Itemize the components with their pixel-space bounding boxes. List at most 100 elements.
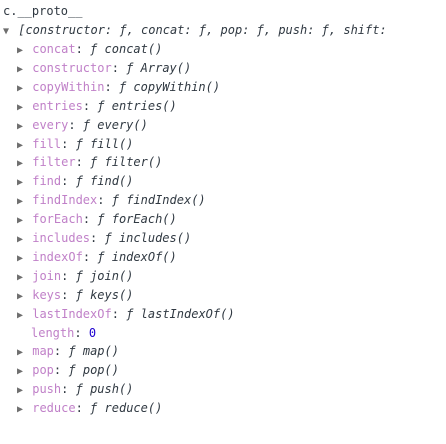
- function-icon: ƒ: [97, 212, 105, 227]
- function-value: concat(): [104, 42, 163, 56]
- function-value: pop(): [82, 363, 119, 378]
- property-row-join[interactable]: ▶ join: ƒ join(): [17, 267, 133, 286]
- collapsed-arrow-icon[interactable]: ▶: [17, 101, 24, 113]
- property-row-every[interactable]: ▶ every: ƒ every(): [17, 116, 148, 135]
- function-icon: ƒ: [97, 98, 105, 113]
- number-value: 0: [88, 325, 97, 340]
- function-icon: ƒ: [75, 268, 83, 283]
- property-key: every: [32, 117, 69, 132]
- property-key: lastIndexOf: [32, 306, 112, 321]
- object-summary-row[interactable]: ▼ [constructor: ƒ, concat: ƒ, pop: ƒ, pu…: [3, 21, 387, 40]
- property-row-lastindexof[interactable]: ▶ lastIndexOf: ƒ lastIndexOf(): [17, 305, 235, 324]
- function-value: forEach(): [111, 212, 177, 227]
- collapsed-arrow-icon[interactable]: ▶: [17, 215, 24, 227]
- property-key: entries: [32, 98, 83, 113]
- function-value: entries(): [111, 98, 177, 113]
- property-key: push: [32, 382, 62, 397]
- function-icon: ƒ: [75, 174, 83, 189]
- property-key: copyWithin: [32, 79, 105, 94]
- function-value: copyWithin(): [133, 79, 221, 94]
- property-row-push[interactable]: ▶ push: ƒ push(): [17, 380, 133, 399]
- function-value: push(): [90, 382, 134, 397]
- function-icon: ƒ: [126, 306, 134, 321]
- function-icon: ƒ: [75, 382, 83, 397]
- property-key: pop: [32, 363, 54, 378]
- function-icon: ƒ: [75, 287, 83, 302]
- property-key: keys: [32, 287, 62, 302]
- function-icon: ƒ: [90, 401, 98, 416]
- property-row-indexof[interactable]: ▶ indexOf: ƒ indexOf(): [17, 248, 177, 267]
- collapsed-arrow-icon[interactable]: ▶: [17, 158, 24, 170]
- collapsed-arrow-icon[interactable]: ▶: [17, 234, 24, 245]
- property-row-map[interactable]: ▶ map: ƒ map(): [17, 342, 119, 361]
- property-key: includes: [32, 231, 91, 245]
- function-icon: ƒ: [111, 193, 119, 208]
- function-value: join(): [90, 268, 134, 283]
- function-icon: ƒ: [104, 231, 112, 245]
- property-row-length: length: 0: [31, 325, 97, 340]
- property-key: map: [32, 344, 54, 359]
- collapsed-arrow-icon[interactable]: ▶: [17, 139, 24, 151]
- property-key: constructor: [32, 60, 112, 75]
- collapsed-arrow-icon[interactable]: ▶: [17, 404, 24, 416]
- property-row-copywithin[interactable]: ▶ copyWithin: ƒ copyWithin(): [17, 78, 220, 97]
- property-key: find: [32, 174, 62, 189]
- function-icon: ƒ: [118, 79, 127, 94]
- function-value: keys(): [90, 287, 134, 302]
- function-icon: ƒ: [68, 344, 76, 359]
- property-row-concat[interactable]: ▶ concat: ƒ concat(): [17, 40, 162, 59]
- property-row-includes[interactable]: ▶ includes: ƒ includes(): [17, 229, 191, 248]
- function-value: fill(): [90, 136, 134, 151]
- property-row-foreach[interactable]: ▶ forEach: ƒ forEach(): [17, 210, 177, 229]
- collapsed-arrow-icon[interactable]: ▶: [17, 196, 24, 208]
- collapsed-arrow-icon[interactable]: ▶: [17, 120, 24, 132]
- property-row-fill[interactable]: ▶ fill: ƒ fill(): [17, 135, 133, 154]
- property-row-pop[interactable]: ▶ pop: ƒ pop(): [17, 361, 119, 380]
- object-summary: [constructor: ƒ, concat: ƒ, pop: ƒ, push…: [18, 23, 387, 37]
- function-value: reduce(): [104, 401, 163, 416]
- property-key: join: [32, 268, 62, 283]
- collapsed-arrow-icon[interactable]: ▶: [17, 252, 24, 264]
- function-icon: ƒ: [75, 136, 83, 151]
- property-key: indexOf: [32, 249, 83, 264]
- property-row-reduce[interactable]: ▶ reduce: ƒ reduce(): [17, 399, 162, 418]
- function-value: lastIndexOf(): [140, 306, 235, 321]
- property-row-filter[interactable]: ▶ filter: ƒ filter(): [17, 153, 162, 172]
- property-key: fill: [32, 136, 62, 151]
- function-value: find(): [90, 174, 134, 189]
- collapsed-arrow-icon[interactable]: ▶: [17, 347, 24, 359]
- function-icon: ƒ: [90, 155, 98, 170]
- expression-text: c.__proto__: [3, 4, 83, 18]
- property-key: filter: [32, 155, 76, 170]
- property-row-entries[interactable]: ▶ entries: ƒ entries(): [17, 97, 177, 116]
- collapsed-arrow-icon[interactable]: ▶: [17, 271, 24, 283]
- collapsed-arrow-icon[interactable]: ▶: [17, 366, 24, 378]
- property-row-findindex[interactable]: ▶ findIndex: ƒ findIndex(): [17, 191, 206, 210]
- collapsed-arrow-icon[interactable]: ▶: [17, 63, 24, 75]
- property-row-constructor[interactable]: ▶ constructor: ƒ Array(): [17, 59, 191, 78]
- function-value: Array(): [140, 60, 192, 75]
- function-value: indexOf(): [111, 249, 177, 264]
- collapsed-arrow-icon[interactable]: ▶: [17, 82, 24, 94]
- function-value: every(): [97, 117, 148, 132]
- function-icon: ƒ: [90, 42, 98, 56]
- function-value: includes(): [118, 231, 192, 245]
- collapsed-arrow-icon[interactable]: ▶: [17, 290, 24, 302]
- property-row-keys[interactable]: ▶ keys: ƒ keys(): [17, 286, 133, 305]
- property-key: length: [31, 325, 75, 340]
- collapsed-arrow-icon[interactable]: ▶: [17, 309, 24, 321]
- function-value: findIndex(): [126, 193, 206, 208]
- function-value: map(): [82, 344, 119, 359]
- expanded-arrow-icon[interactable]: ▼: [3, 26, 10, 37]
- function-value: filter(): [104, 155, 163, 170]
- collapsed-arrow-icon[interactable]: ▶: [17, 177, 24, 189]
- property-row-find[interactable]: ▶ find: ƒ find(): [17, 172, 133, 191]
- collapsed-arrow-icon[interactable]: ▶: [17, 385, 24, 397]
- console-input-expression[interactable]: c.__proto__: [3, 2, 82, 21]
- property-key: reduce: [32, 401, 76, 416]
- collapsed-arrow-icon[interactable]: ▶: [17, 45, 24, 56]
- property-key: findIndex: [32, 193, 98, 208]
- function-icon: ƒ: [68, 363, 76, 378]
- function-icon: ƒ: [97, 249, 105, 264]
